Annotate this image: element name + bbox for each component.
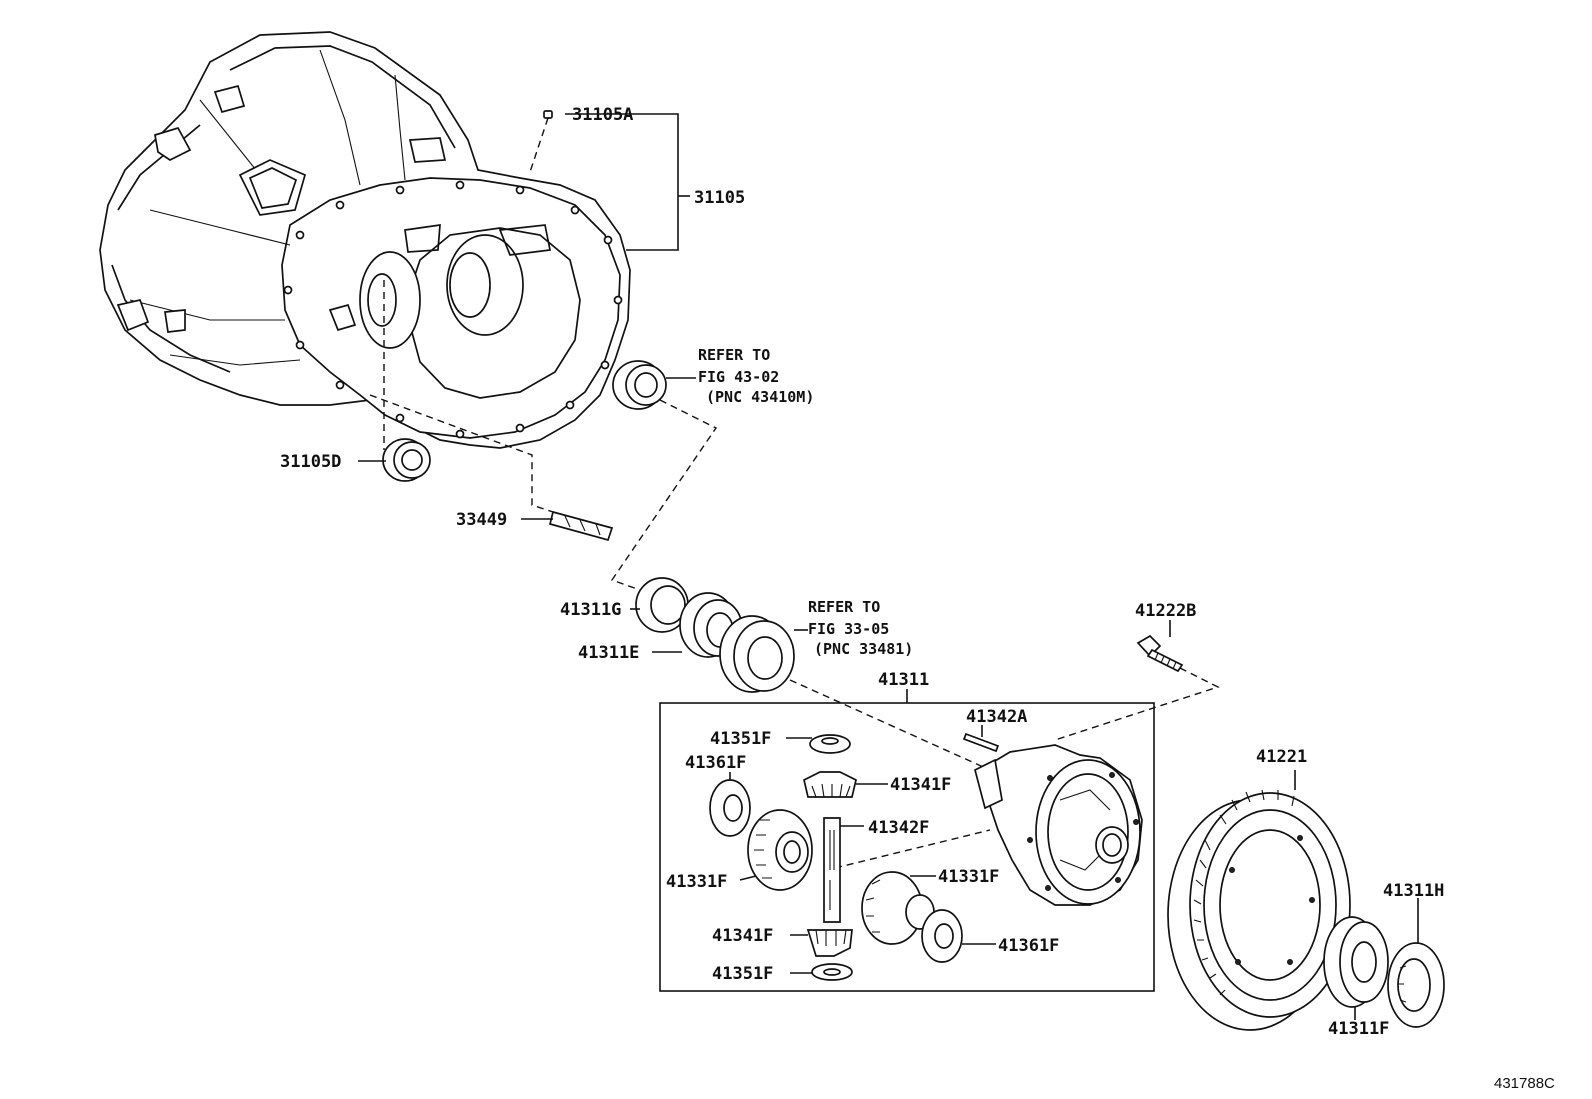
thrust-washer-41351F-bottom[interactable]	[811, 963, 853, 981]
label-41341F-bottom[interactable]: 41341F	[712, 926, 773, 946]
label-41222B[interactable]: 41222B	[1135, 601, 1196, 621]
pinion-shaft-41342F[interactable]	[823, 817, 841, 923]
label-41361F-left[interactable]: 41361F	[685, 753, 746, 773]
leader-41331F-left	[739, 875, 757, 881]
path-bearing-to-case	[789, 679, 991, 771]
side-gear-41331F-left[interactable]	[747, 809, 813, 891]
refer-2-line1: REFER TO	[808, 598, 880, 616]
label-41351F-bottom[interactable]: 41351F	[712, 964, 773, 984]
label-41311G[interactable]: 41311G	[560, 600, 621, 620]
label-41342A[interactable]: 41342A	[966, 707, 1027, 727]
label-41311F[interactable]: 41311F	[1328, 1019, 1389, 1039]
side-gear-41331F-right[interactable]	[861, 871, 935, 945]
label-41311E[interactable]: 41311E	[578, 643, 639, 663]
label-41361F-right[interactable]: 41361F	[998, 936, 1059, 956]
vent-plug-31105A[interactable]	[529, 110, 553, 173]
refer-2-line2: FIG 33-05	[808, 620, 889, 638]
bolt-41222B[interactable]	[1136, 634, 1184, 673]
label-31105A[interactable]: 31105A	[572, 105, 633, 125]
oil-seal-43410M[interactable]	[612, 360, 667, 410]
label-41342F[interactable]: 41342F	[868, 818, 929, 838]
label-41311[interactable]: 41311	[878, 670, 929, 690]
label-41351F-top[interactable]: 41351F	[710, 729, 771, 749]
refer-1-line3: (PNC 43410M)	[706, 388, 814, 406]
taper-bearing-33481[interactable]	[719, 615, 795, 693]
magnet-33449[interactable]	[548, 510, 614, 542]
label-41221[interactable]: 41221	[1256, 747, 1307, 767]
figure-code: 431788C	[1494, 1075, 1555, 1092]
label-31105[interactable]: 31105	[694, 188, 745, 208]
label-41341F-top[interactable]: 41341F	[890, 775, 951, 795]
thrust-washer-41361F-right[interactable]	[921, 909, 963, 963]
pinion-gear-41341F-bottom[interactable]	[806, 929, 853, 957]
refer-1-line2: FIG 43-02	[698, 368, 779, 386]
differential-case[interactable]	[974, 744, 1143, 906]
thrust-washer-41361F-left[interactable]	[709, 779, 751, 837]
refer-2-line3: (PNC 33481)	[814, 640, 913, 658]
bracket-31105	[565, 113, 679, 251]
path-33449	[369, 394, 554, 513]
path-bearing-set	[610, 399, 718, 591]
label-41311H[interactable]: 41311H	[1383, 881, 1444, 901]
refer-1-line1: REFER TO	[698, 346, 770, 364]
path-41222B	[1054, 667, 1220, 741]
oil-seal-31105D[interactable]	[382, 438, 431, 482]
label-41331F-right[interactable]: 41331F	[938, 867, 999, 887]
label-41331F-left[interactable]: 41331F	[666, 872, 727, 892]
pinion-gear-41341F-top[interactable]	[803, 771, 857, 798]
pin-41342A[interactable]	[962, 732, 1000, 753]
label-33449[interactable]: 33449	[456, 510, 507, 530]
shim-41311H[interactable]	[1387, 942, 1445, 1028]
thrust-washer-41351F-top[interactable]	[809, 734, 851, 754]
transaxle-housing[interactable]	[99, 31, 631, 449]
label-31105D[interactable]: 31105D	[280, 452, 341, 472]
ring-gear-41221[interactable]	[1167, 789, 1351, 1031]
bearing-41311F[interactable]	[1323, 916, 1389, 1008]
path-shaft-to-case	[834, 829, 991, 869]
